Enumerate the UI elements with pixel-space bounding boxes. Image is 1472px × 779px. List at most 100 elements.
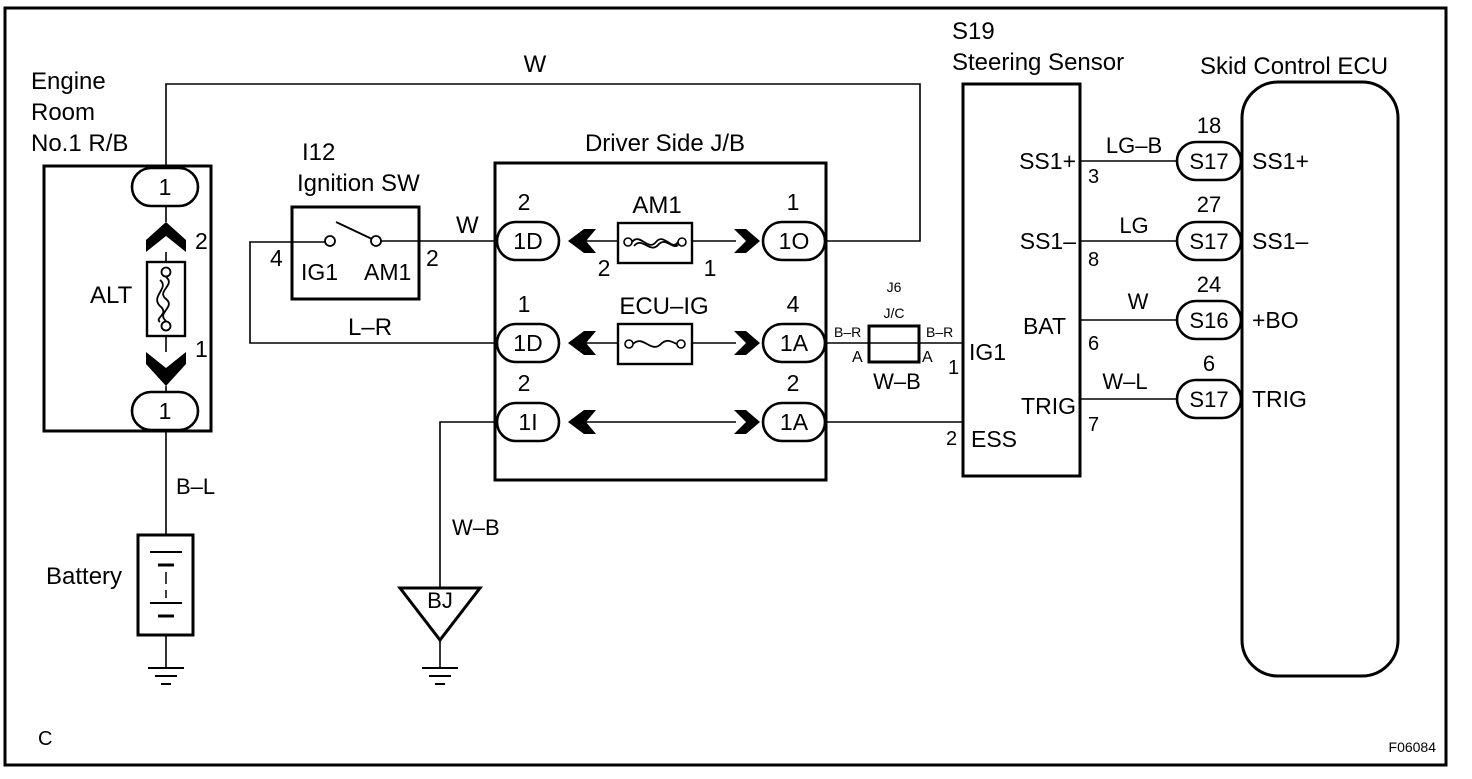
steering-sensor: S19 Steering Sensor SS1+ 3 SS1– 8 BAT 6 …: [946, 18, 1124, 478]
sensor-pin-1: 1: [948, 357, 959, 379]
ecu-ig-terminal-left: [624, 339, 634, 349]
am1-pin-right: 1: [704, 255, 717, 281]
outer-frame: [3, 6, 1448, 767]
am1-fuse-label: AM1: [632, 192, 681, 219]
wire-w-b-ground: [439, 421, 497, 588]
junction-box: [867, 324, 921, 364]
row3-connector-right-label: 1A: [780, 409, 809, 435]
sensor-pin-6: 6: [1088, 333, 1099, 355]
ecu-signal-ss1-minus: SS1–: [1252, 228, 1308, 254]
ecu-pin-27: 27: [1197, 192, 1221, 217]
wire-label-w-top: W: [524, 51, 547, 78]
sensor-terminal-bat: BAT: [1023, 313, 1066, 339]
ecu-connector-label: S17: [1189, 229, 1228, 254]
switch-contact-right: [370, 235, 382, 247]
ecu-connector-label: S17: [1189, 387, 1228, 412]
row3-connector-left-label: 1I: [518, 409, 537, 435]
row1-pin-left: 2: [518, 189, 531, 215]
ecu-title: Skid Control ECU: [1200, 53, 1388, 80]
engine-room-top-connector: [130, 166, 200, 208]
driver-jb-title: Driver Side J/B: [585, 130, 745, 157]
chevron-right-icon: [734, 410, 760, 434]
ecu-wire-w-l: W–L: [1102, 369, 1147, 394]
sensor-terminal-trig: TRIG: [1021, 393, 1076, 419]
ecu-connector-s17: [1175, 378, 1243, 420]
sensor-pin-3: 3: [1088, 166, 1099, 188]
ecu-connector-label: S17: [1189, 149, 1228, 174]
ecu-ig-fuse-label: ECU–IG: [619, 293, 708, 320]
ignition-terminal-am1: AM1: [364, 259, 411, 285]
engine-pin-bottom: 1: [195, 336, 208, 362]
engine-room-title-1: Engine: [31, 68, 106, 95]
sensor-pin-2: 2: [946, 428, 957, 450]
sensor-terminal-ss1-minus: SS1–: [1020, 228, 1076, 254]
ignition-switch-box: [290, 205, 421, 301]
chevron-right-icon: [734, 229, 760, 253]
row2-connector-left: [495, 322, 561, 364]
junction-code: J6: [887, 279, 902, 295]
ground-bj: W–B BJ: [396, 515, 500, 685]
ecu-ig-terminal-right: [676, 339, 686, 349]
sensor-terminal-ss1-plus: SS1+: [1019, 148, 1076, 174]
row1-connector-left-label: 1D: [513, 228, 542, 254]
ecu-connector-label: S16: [1189, 308, 1228, 333]
ecu-box: [1240, 80, 1400, 678]
fuse-element-icon: [632, 339, 678, 348]
wire-label-w-b: W–B: [452, 515, 500, 540]
junction-bottom-color: W–B: [873, 369, 921, 394]
engine-pin-top: 2: [195, 228, 208, 254]
engine-room-bottom-connector-label: 1: [159, 398, 172, 424]
wires: [165, 83, 1177, 668]
engine-room-rb: Engine Room No.1 R/B 1 ALT 2 1 1: [31, 68, 213, 433]
am1-pin-left: 2: [598, 255, 611, 281]
ignition-terminal-ig1: IG1: [301, 259, 338, 285]
chevron-left-icon: [568, 331, 596, 355]
row1-connector-left: [495, 220, 561, 262]
battery-box: [136, 533, 195, 637]
ecu-signal-trig: TRIG: [1252, 386, 1307, 412]
junction-right-pin: A: [922, 349, 933, 366]
ground-point-icon: [396, 586, 484, 643]
ecu-signal-ss1-plus: SS1+: [1252, 148, 1309, 174]
ecu-connector-s17: [1175, 140, 1243, 182]
ecu-pin-6: 6: [1203, 351, 1215, 376]
sensor-pin-7: 7: [1088, 414, 1099, 436]
alt-fuse-terminal-top: [160, 266, 172, 278]
alt-fuse-terminal-bottom: [160, 320, 172, 332]
row2-connector-right: [761, 322, 827, 364]
fuse-element-icon-2: [633, 241, 679, 249]
wire-label-b-l: B–L: [176, 474, 215, 499]
ecu-connector-s17: [1175, 220, 1243, 262]
skid-control-ecu: Skid Control ECU LG–B 18 S17 SS1+ LG 27 …: [1102, 53, 1400, 678]
figure-code: F06084: [1389, 739, 1437, 755]
row1-pin-right: 1: [787, 189, 800, 215]
junction-j6: J6 J/C B–R B–R A A W–B: [834, 279, 953, 394]
sensor-code: S19: [952, 18, 995, 45]
fuse-element-icon-2: [156, 279, 165, 323]
row2-connector-left-label: 1D: [513, 330, 542, 356]
ignition-pin-left: 4: [270, 245, 283, 271]
ecu-wire-lg: LG: [1119, 213, 1148, 238]
junction-right-color: B–R: [926, 324, 953, 340]
row3-connector-right: [761, 401, 827, 443]
ecu-connector-s16: [1175, 299, 1243, 341]
junction-left-pin: A: [852, 349, 863, 366]
chevron-up-icon: [146, 222, 186, 252]
chevron-left-icon: [568, 229, 596, 253]
ecu-signal-bo: +BO: [1252, 307, 1299, 333]
am1-terminal-left: [623, 237, 633, 247]
junction-left-color: B–R: [834, 324, 861, 340]
ground-bj-label: BJ: [427, 588, 453, 613]
row2-pin-left: 1: [518, 291, 531, 317]
ignition-pin-right: 2: [426, 245, 439, 271]
row1-connector-right: [761, 220, 827, 262]
row2-connector-right-label: 1A: [780, 330, 809, 356]
steering-sensor-box: [961, 82, 1082, 478]
engine-room-title-3: No.1 R/B: [31, 130, 128, 157]
wire-label-l-r: L–R: [348, 314, 392, 341]
driver-side-jb: Driver Side J/B 2 1D AM1 2 1 1 1O 1 1D E…: [493, 130, 828, 482]
ecu-pin-24: 24: [1197, 272, 1221, 297]
switch-contact-left: [324, 235, 336, 247]
chevron-down-icon: [146, 352, 186, 386]
